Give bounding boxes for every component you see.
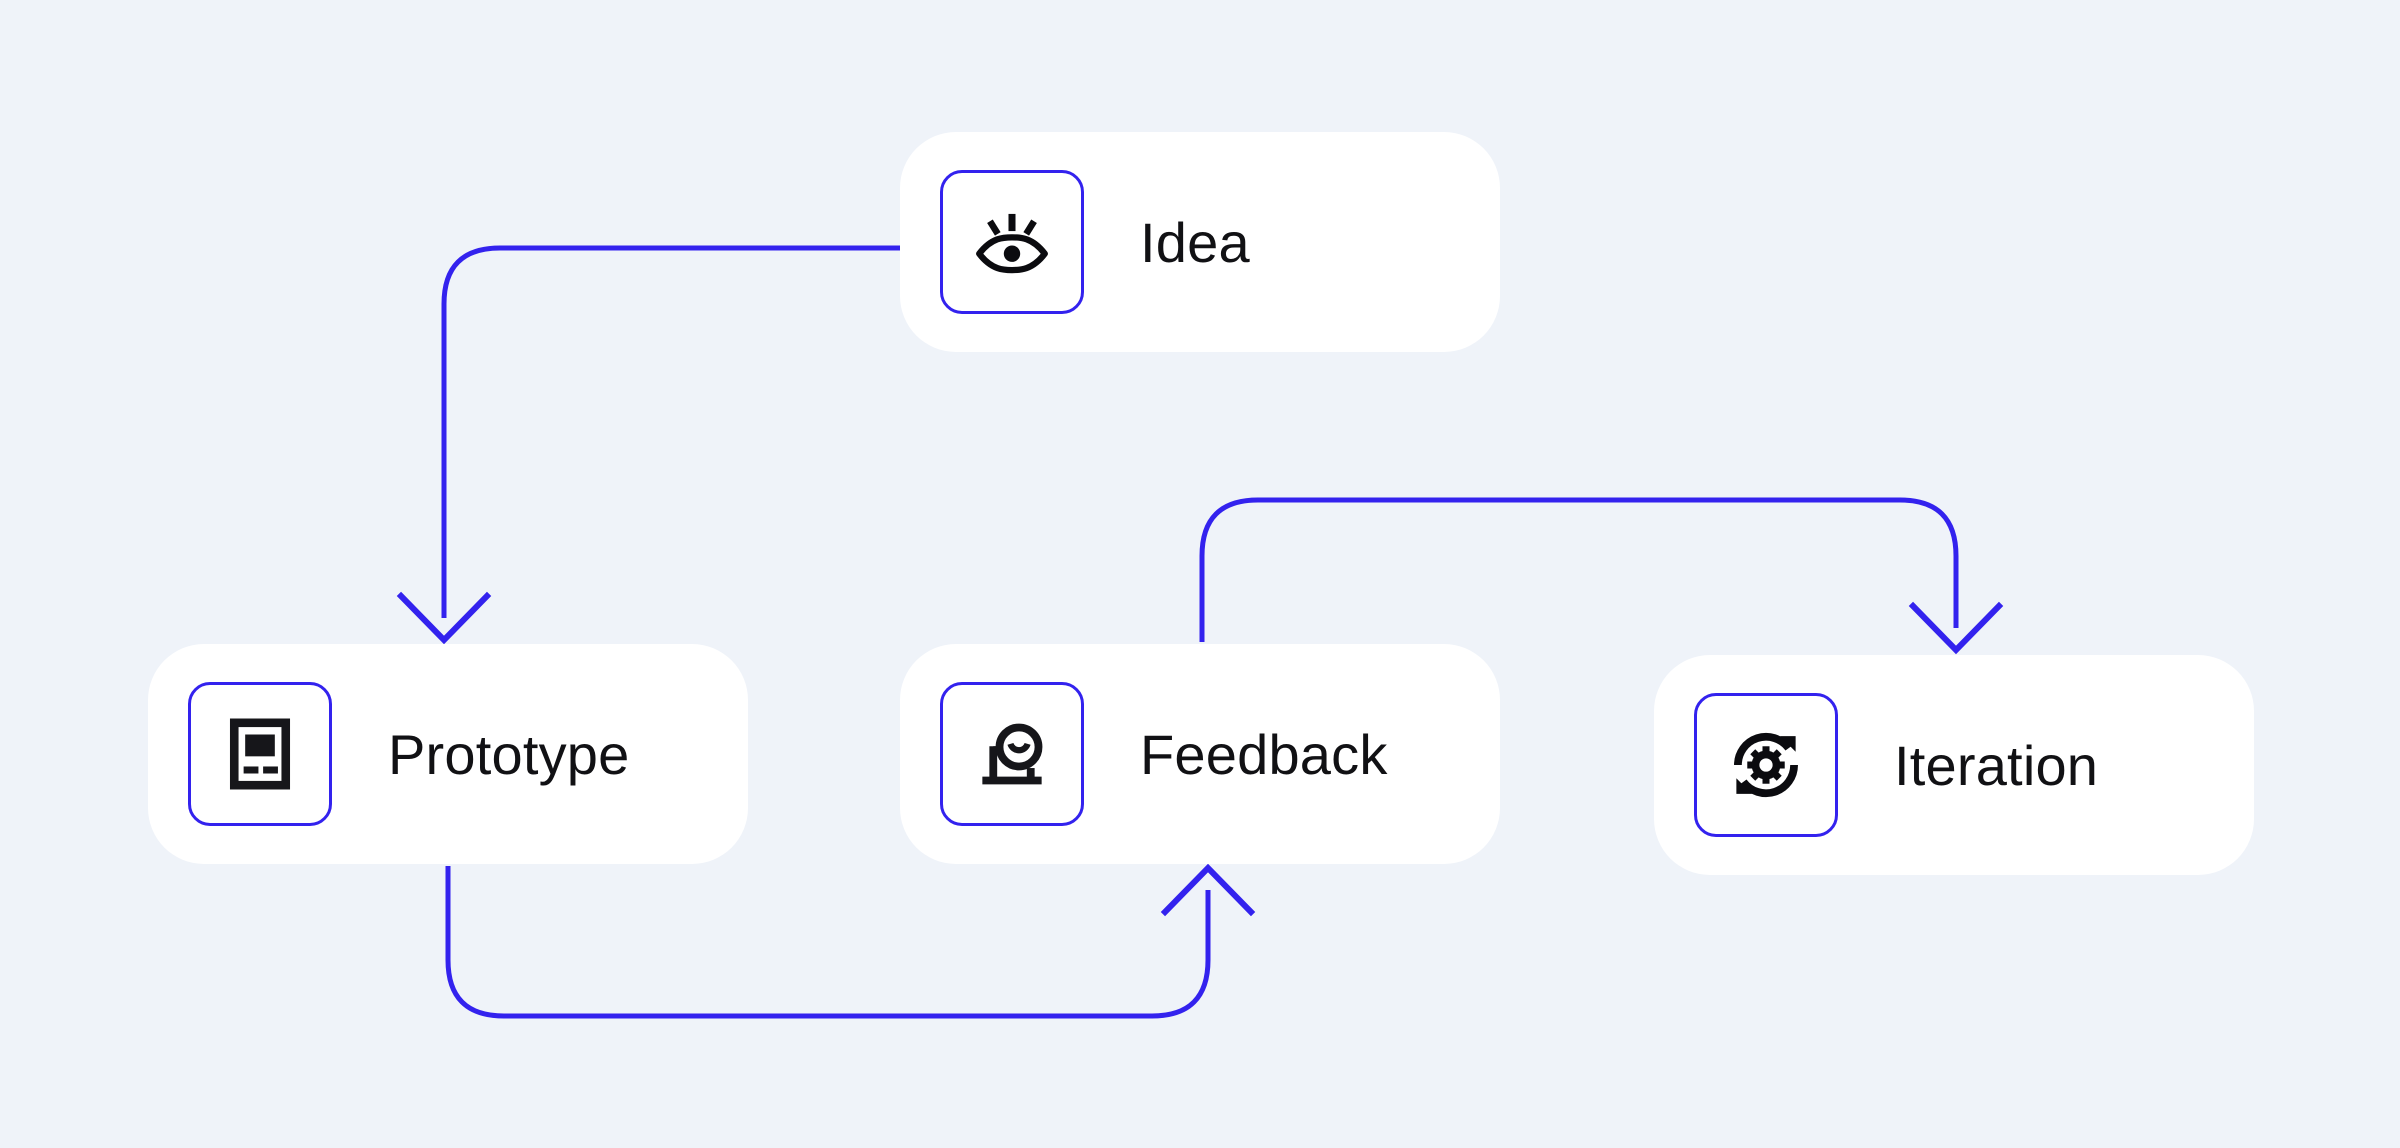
smiley-on-stand-icon — [973, 715, 1051, 793]
node-idea-label: Idea — [1140, 210, 1250, 274]
gear-refresh-icon — [1727, 726, 1805, 804]
node-feedback[interactable]: Feedback — [900, 644, 1500, 864]
wireframe-screen-icon — [221, 715, 299, 793]
connector-idea-to-prototype — [396, 245, 900, 645]
node-feedback-label: Feedback — [1140, 722, 1388, 786]
node-idea[interactable]: Idea — [900, 132, 1500, 352]
node-iteration[interactable]: Iteration — [1654, 655, 2254, 875]
eye-icon — [973, 203, 1051, 281]
iteration-icon-frame — [1694, 693, 1838, 837]
feedback-icon-frame — [940, 682, 1084, 826]
connector-feedback-to-iteration — [1199, 497, 2004, 655]
connector-prototype-to-feedback — [445, 863, 1256, 1019]
node-iteration-label: Iteration — [1894, 733, 2099, 797]
prototype-icon-frame — [188, 682, 332, 826]
node-prototype-label: Prototype — [388, 722, 630, 786]
idea-icon-frame — [940, 170, 1084, 314]
node-prototype[interactable]: Prototype — [148, 644, 748, 864]
